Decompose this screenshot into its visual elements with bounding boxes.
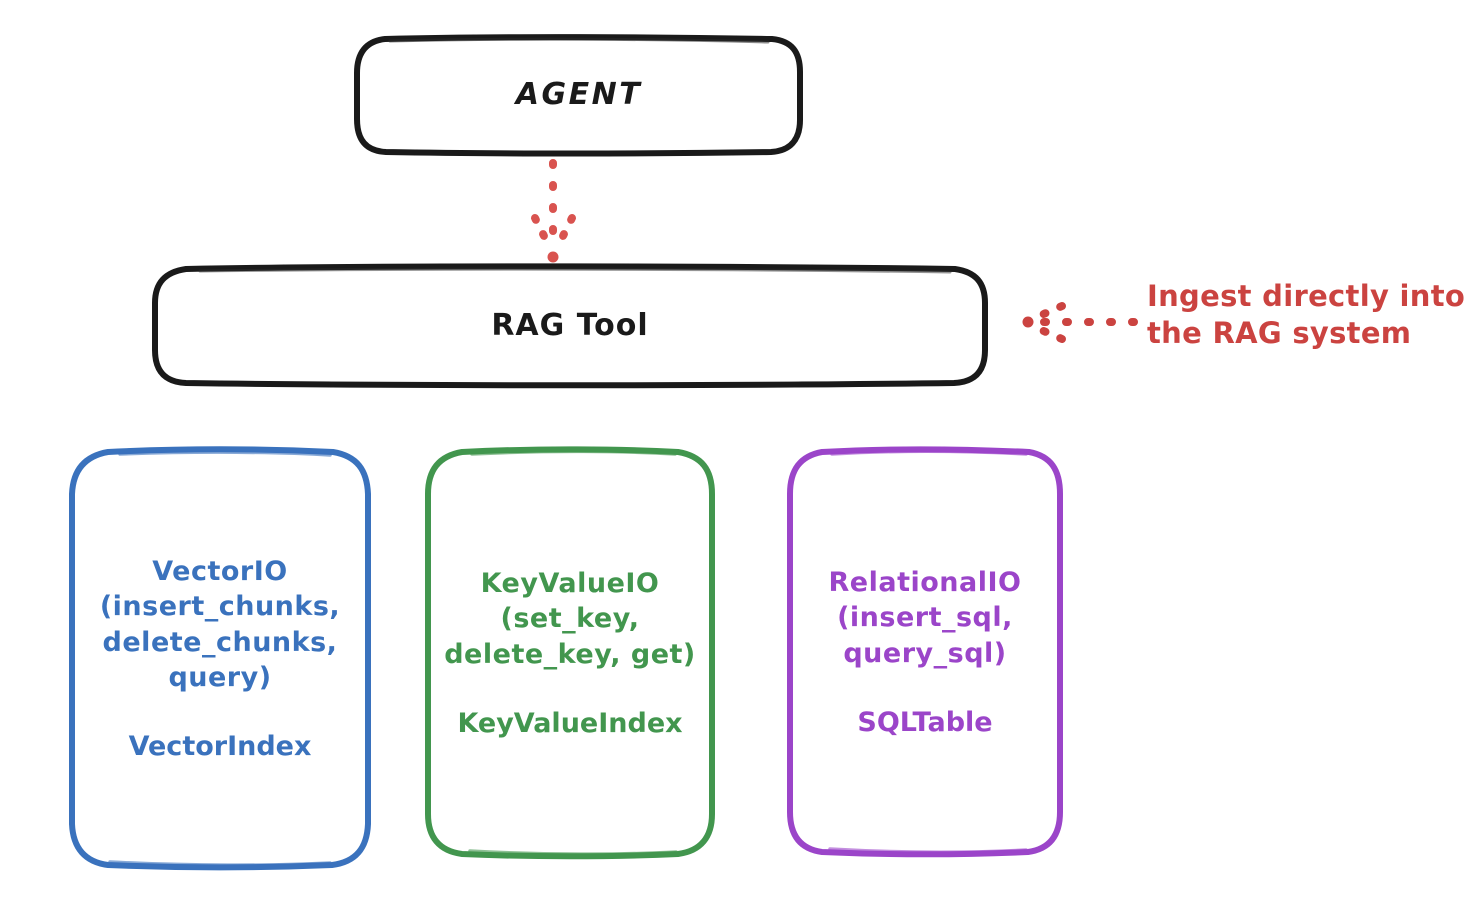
relational-io-node[interactable]: RelationalIO (insert_sql, query_sql) SQL… [790, 450, 1060, 853]
ingest-annotation-text: Ingest directly into the RAG system [1147, 279, 1466, 351]
vector-io-node[interactable]: VectorIO (insert_chunks, delete_chunks, … [72, 450, 368, 866]
vector-io-box-outline [69, 446, 371, 871]
vector-index-label: VectorIndex [128, 730, 312, 762]
relational-io-box-outline [787, 446, 1063, 858]
agent-node[interactable]: AGENT [357, 38, 801, 152]
rag-tool-label: RAG Tool [491, 307, 649, 343]
agent-box-outline [354, 34, 803, 157]
agent-label: AGENT [515, 76, 643, 112]
note-to-rag-connector [1022, 302, 1138, 343]
rag-tool-box-outline [152, 263, 988, 389]
key-value-io-label: KeyValueIO (set_key, delete_key, get) [444, 568, 696, 670]
key-value-io-box-outline [425, 446, 715, 860]
key-value-io-node[interactable]: KeyValueIO (set_key, delete_key, get) Ke… [428, 450, 712, 855]
agent-to-rag-connector [531, 159, 576, 263]
relational-io-label: RelationalIO (insert_sql, query_sql) [828, 567, 1022, 669]
rag-tool-node[interactable]: RAG Tool [155, 268, 985, 384]
vector-io-label: VectorIO (insert_chunks, delete_chunks, … [99, 556, 341, 693]
key-value-index-label: KeyValueIndex [457, 707, 683, 739]
sql-table-label: SQLTable [857, 706, 993, 738]
